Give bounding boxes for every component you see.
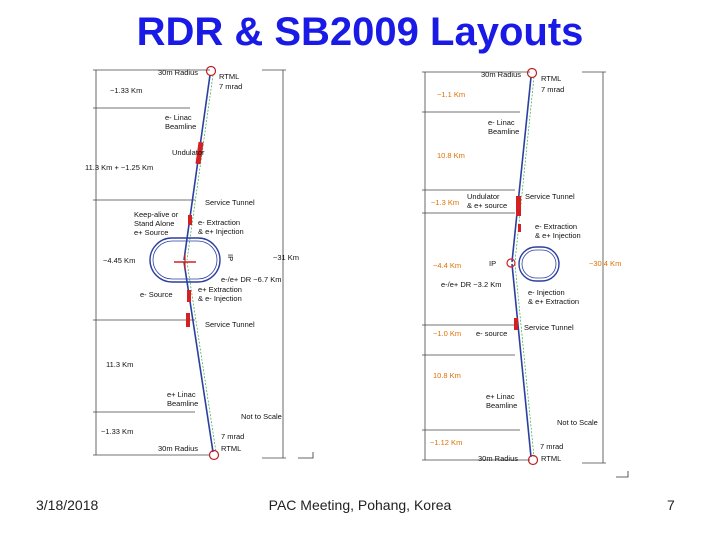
sb-undulator-label: Undulator& e+ source bbox=[467, 192, 507, 210]
sb-dist-304: ~30.4 Km bbox=[589, 259, 621, 268]
rdr-radius-top: 30m Radius bbox=[158, 68, 198, 77]
rdr-e-source bbox=[187, 290, 191, 302]
rdr-lower-service-tunnel bbox=[186, 261, 217, 453]
footer-date: 3/18/2018 bbox=[36, 497, 99, 513]
sb-ip-marker bbox=[506, 258, 516, 268]
rdr-dist-445: ~4.45 Km bbox=[103, 256, 135, 265]
rdr-dist-linac: 11.3 Km + ~1.25 Km bbox=[85, 163, 153, 172]
rdr-dr-label: e-/e+ DR ~6.7 Km bbox=[221, 275, 281, 284]
rdr-mrad-top: 7 mrad bbox=[219, 82, 242, 91]
sb-lower-service-tunnel bbox=[514, 263, 535, 458]
sb-damping-ring-inner bbox=[521, 249, 557, 279]
rdr-bottom-turnaround-icon bbox=[208, 449, 220, 461]
rdr-rtml-top: RTML bbox=[219, 72, 239, 81]
sb-dist-108a: 10.8 Km bbox=[437, 151, 465, 160]
rdr-linac-line1: e- Linac bbox=[165, 113, 192, 122]
sb-mrad-top: 7 mrad bbox=[541, 85, 564, 94]
sb-rtml-bot: RTML bbox=[541, 454, 561, 463]
rdr-damping-ring bbox=[149, 237, 221, 283]
rdr-extract2-label: e+ Extraction& e- Injection bbox=[198, 285, 242, 303]
rdr-dist-bot: ~1.33 Km bbox=[101, 427, 133, 436]
sb-undulator bbox=[516, 196, 521, 216]
sb-rtml-top: RTML bbox=[541, 74, 561, 83]
sb-upper-service-tunnel bbox=[514, 76, 535, 263]
sb-damping-ring bbox=[518, 246, 560, 282]
sb-top-turnaround-icon bbox=[526, 67, 538, 79]
rdr-mrad-bot: 7 mrad bbox=[221, 432, 244, 441]
sb-service-bot: Service Tunnel bbox=[524, 323, 574, 332]
sb-dr-label: e-/e+ DR ~3.2 Km bbox=[441, 280, 501, 289]
sb-mrad-bot: 7 mrad bbox=[540, 442, 563, 451]
rdr-diagram: 30m Radius RTML 7 mrad ~1.33 Km e- Linac… bbox=[85, 65, 314, 461]
sb-esource-label: e- source bbox=[476, 329, 507, 338]
rdr-ip-label: IP bbox=[226, 254, 235, 261]
sb-ip-label: IP bbox=[489, 259, 496, 268]
rdr-upper-beamline bbox=[183, 74, 211, 261]
sb-extract1-label: e- Extraction& e+ Injection bbox=[535, 222, 581, 240]
sb-dist-44: ~4.4 Km bbox=[433, 261, 461, 270]
sb-radius-top: 30m Radius bbox=[481, 70, 521, 79]
rdr-undulator-label: Undulator bbox=[172, 148, 205, 157]
rdr-positron-section bbox=[186, 313, 190, 327]
rdr-scale: Not to Scale bbox=[241, 412, 282, 421]
rdr-service-top: Service Tunnel bbox=[205, 198, 255, 207]
rdr-keepalive-source bbox=[188, 215, 192, 225]
sb-e-source bbox=[514, 318, 518, 330]
footer-page-number: 7 bbox=[667, 497, 675, 513]
rdr-rtml-bot: RTML bbox=[221, 444, 241, 453]
sb-dist-10: ~1.0 Km bbox=[433, 329, 461, 338]
rdr-undulator bbox=[195, 141, 204, 165]
sb-service-top: Service Tunnel bbox=[525, 192, 575, 201]
sb-scale: Not to Scale bbox=[557, 418, 598, 427]
sb-lower-beamline bbox=[511, 263, 532, 458]
rdr-esource-label: e- Source bbox=[140, 290, 173, 299]
rdr-dist-top: ~1.33 Km bbox=[110, 86, 142, 95]
sb-upper-beamline bbox=[511, 76, 532, 263]
rdr-extract1-label: e- Extraction& e+ Injection bbox=[198, 218, 244, 236]
sb-radius-bot: 30m Radius bbox=[478, 454, 518, 463]
sb-dist-top: ~1.1 Km bbox=[437, 90, 465, 99]
rdr-damping-ring-inner bbox=[152, 240, 218, 280]
rdr-upper-service-tunnel bbox=[186, 74, 214, 261]
sb-bottom-turnaround-icon bbox=[527, 454, 539, 466]
rdr-dist-113: 11.3 Km bbox=[106, 360, 133, 369]
rdr-top-turnaround-icon bbox=[205, 65, 217, 77]
rdr-service-bot: Service Tunnel bbox=[205, 320, 255, 329]
rdr-radius-bot: 30m Radius bbox=[158, 444, 198, 453]
sb-dist-13: ~1.3 Km bbox=[431, 198, 459, 207]
sb-dist-108b: 10.8 Km bbox=[433, 371, 461, 380]
footer-center: PAC Meeting, Pohang, Korea bbox=[268, 497, 452, 513]
sb-dist-bot: ~1.12 Km bbox=[430, 438, 462, 447]
sb-inject2-label: e- Injection& e+ Extraction bbox=[528, 288, 579, 306]
page-title: RDR & SB2009 Layouts bbox=[136, 10, 584, 54]
rdr-dist-31: ~31 Km bbox=[273, 253, 299, 262]
rdr-linac-line2: Beamline bbox=[165, 122, 196, 131]
